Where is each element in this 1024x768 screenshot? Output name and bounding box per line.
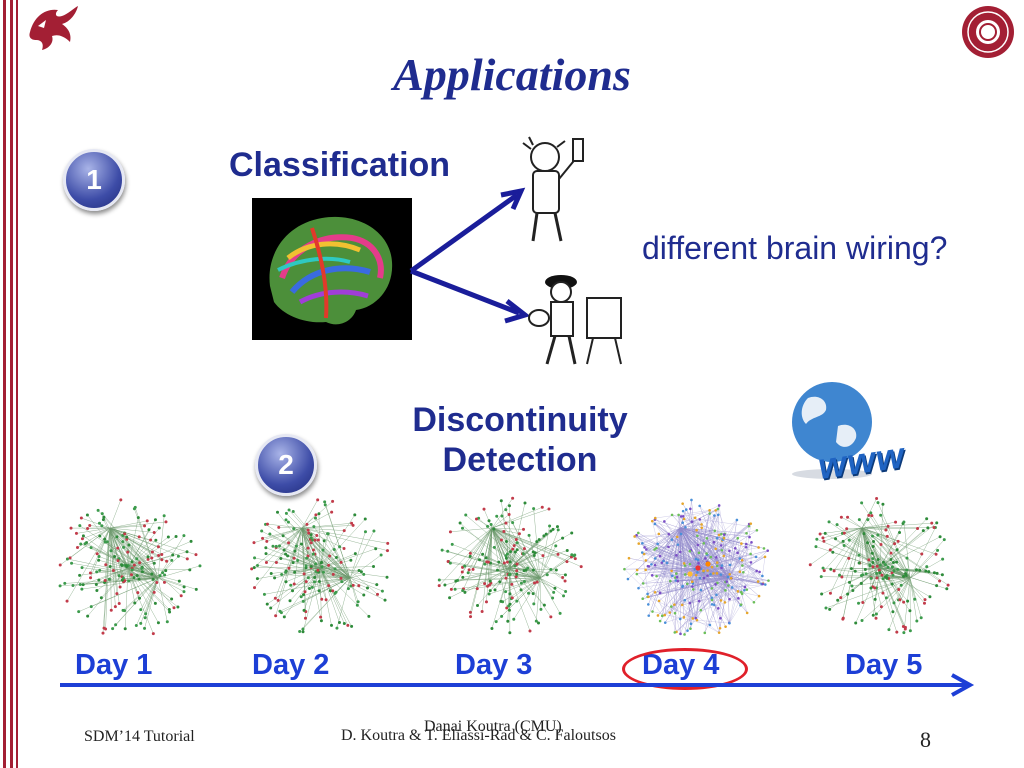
discontinuity-line-1: Discontinuity	[412, 401, 628, 439]
number-badge-2: 2	[255, 434, 317, 496]
discontinuity-line-2: Detection	[442, 441, 598, 479]
brain-image	[252, 198, 412, 340]
slide-title: Applications	[393, 49, 631, 100]
brain-wiring-question: different brain wiring?	[642, 230, 948, 266]
day-2-label: Day 2	[252, 649, 330, 681]
network-graph-day-5	[792, 488, 968, 648]
footer-left: SDM’14 Tutorial	[84, 728, 195, 745]
footer-center: D. Koutra & T. Eliassi-Rad & C. Faloutso…	[341, 727, 616, 744]
network-graph-day-1	[40, 488, 216, 648]
rutgers-seal-logo	[960, 4, 1016, 60]
left-border-bar-thin	[16, 0, 18, 768]
classification-heading: Classification	[229, 146, 451, 184]
network-graph-day-2	[232, 488, 408, 648]
left-border-bar	[3, 0, 6, 768]
day-3-label: Day 3	[455, 649, 533, 681]
network-graph-day-3	[422, 488, 598, 648]
network-graph-day-4	[610, 488, 786, 648]
discontinuity-heading: Discontinuity Detection	[380, 400, 660, 480]
day-5-label: Day 5	[845, 649, 923, 681]
left-border-bar-inner	[10, 0, 13, 768]
day-4-highlight-ring	[622, 648, 748, 690]
footer-overlay-text: Danai Koutra (CMU)	[424, 718, 562, 735]
number-badge-1: 1	[63, 149, 125, 211]
scientist-icon	[515, 135, 595, 250]
timeline-arrow	[60, 673, 975, 697]
classification-arrows	[409, 187, 531, 324]
day-1-label: Day 1	[75, 649, 153, 681]
rutgers-dragon-logo	[24, 2, 80, 54]
globe-icon	[778, 376, 914, 482]
page-number: 8	[920, 727, 931, 752]
artist-icon	[527, 268, 627, 368]
